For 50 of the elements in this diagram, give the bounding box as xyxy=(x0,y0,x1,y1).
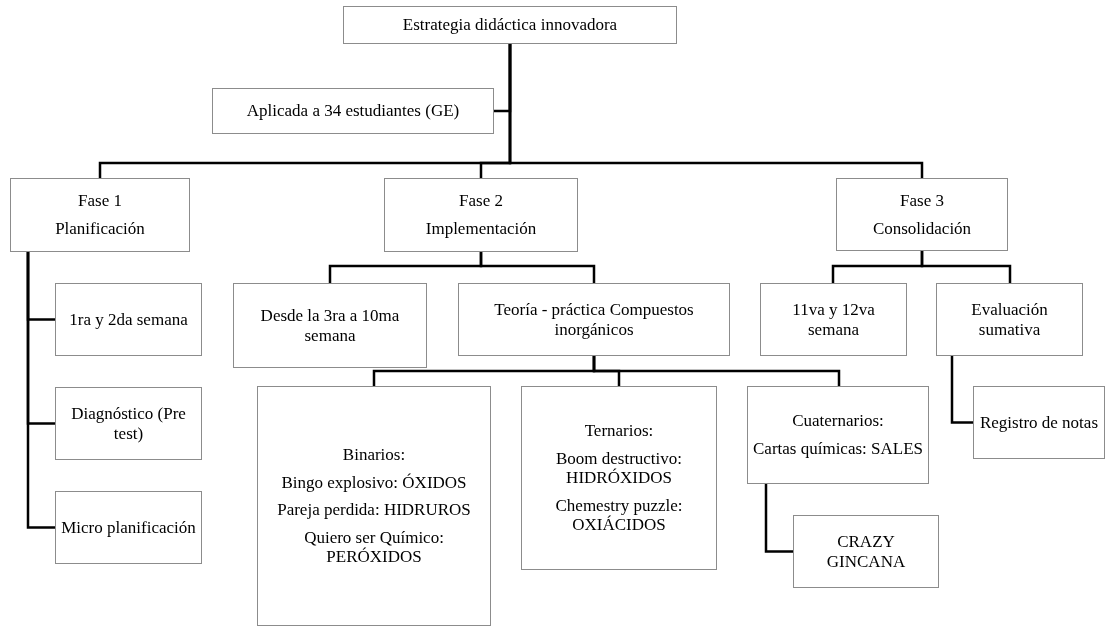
text-box xyxy=(458,283,730,356)
box-label: Binarios: xyxy=(342,445,406,465)
connector-line xyxy=(920,251,1012,283)
box-label: Quiero ser Químico: PERÓXIDOS xyxy=(303,527,445,567)
text-box xyxy=(521,386,717,570)
text-box xyxy=(793,515,939,588)
connector-line xyxy=(592,356,841,386)
text-box xyxy=(55,387,202,460)
box-label: Evaluación sumativa xyxy=(970,299,1049,340)
box-label: CRAZY GINCANA xyxy=(825,531,907,572)
box-label: Diagnóstico (Pre test) xyxy=(70,403,187,444)
box-label: Implementación xyxy=(425,219,537,239)
text-box xyxy=(10,178,190,252)
box-label: Ternarios: xyxy=(584,421,654,441)
box-label: Cuaternarios: xyxy=(792,411,884,431)
connector-line xyxy=(508,44,924,178)
text-box xyxy=(760,283,907,356)
text-box xyxy=(55,491,202,564)
box-label: Boom destructivo: HIDRÓXIDOS xyxy=(554,448,684,488)
box-label: Cartas químicas: SALES xyxy=(753,439,923,459)
box-label: Teoría - práctica Compuestos inorgánicos xyxy=(493,299,695,340)
box-label: 11va y 12va semana xyxy=(791,299,876,340)
text-box xyxy=(233,283,427,368)
box-label: Registro de notas xyxy=(979,412,1098,433)
text-box xyxy=(343,6,677,44)
box-label: Pareja perdida: HIDRUROS xyxy=(277,500,471,520)
text-box xyxy=(836,178,1008,251)
text-box xyxy=(973,386,1105,459)
text-box xyxy=(55,283,202,356)
text-box xyxy=(384,178,578,252)
box-label: Chemestry puzzle: OXIÁCIDOS xyxy=(554,495,684,535)
text-box xyxy=(212,88,494,134)
box-label: Desde la 3ra a 10ma semana xyxy=(259,305,401,346)
box-label: Fase 1 xyxy=(78,191,122,211)
connector-line xyxy=(479,252,596,283)
text-box xyxy=(257,386,491,626)
box-label: Estrategia didáctica innovadora xyxy=(402,15,618,35)
box-label: 1ra y 2da semana xyxy=(69,309,188,330)
connector-line xyxy=(764,484,793,553)
box-label: Bingo explosivo: ÓXIDOS xyxy=(281,472,467,493)
box-label: Planificación xyxy=(55,219,145,239)
box-label: Consolidación xyxy=(872,218,972,239)
box-label: Aplicada a 34 estudiantes (GE) xyxy=(246,101,460,121)
box-label: Micro planificación xyxy=(61,517,196,538)
box-label: Fase 2 xyxy=(459,191,503,211)
box-label: Fase 3 xyxy=(900,190,944,211)
text-box xyxy=(936,283,1083,356)
connector-line xyxy=(26,252,55,529)
connector-line xyxy=(950,356,973,424)
text-box xyxy=(747,386,929,484)
